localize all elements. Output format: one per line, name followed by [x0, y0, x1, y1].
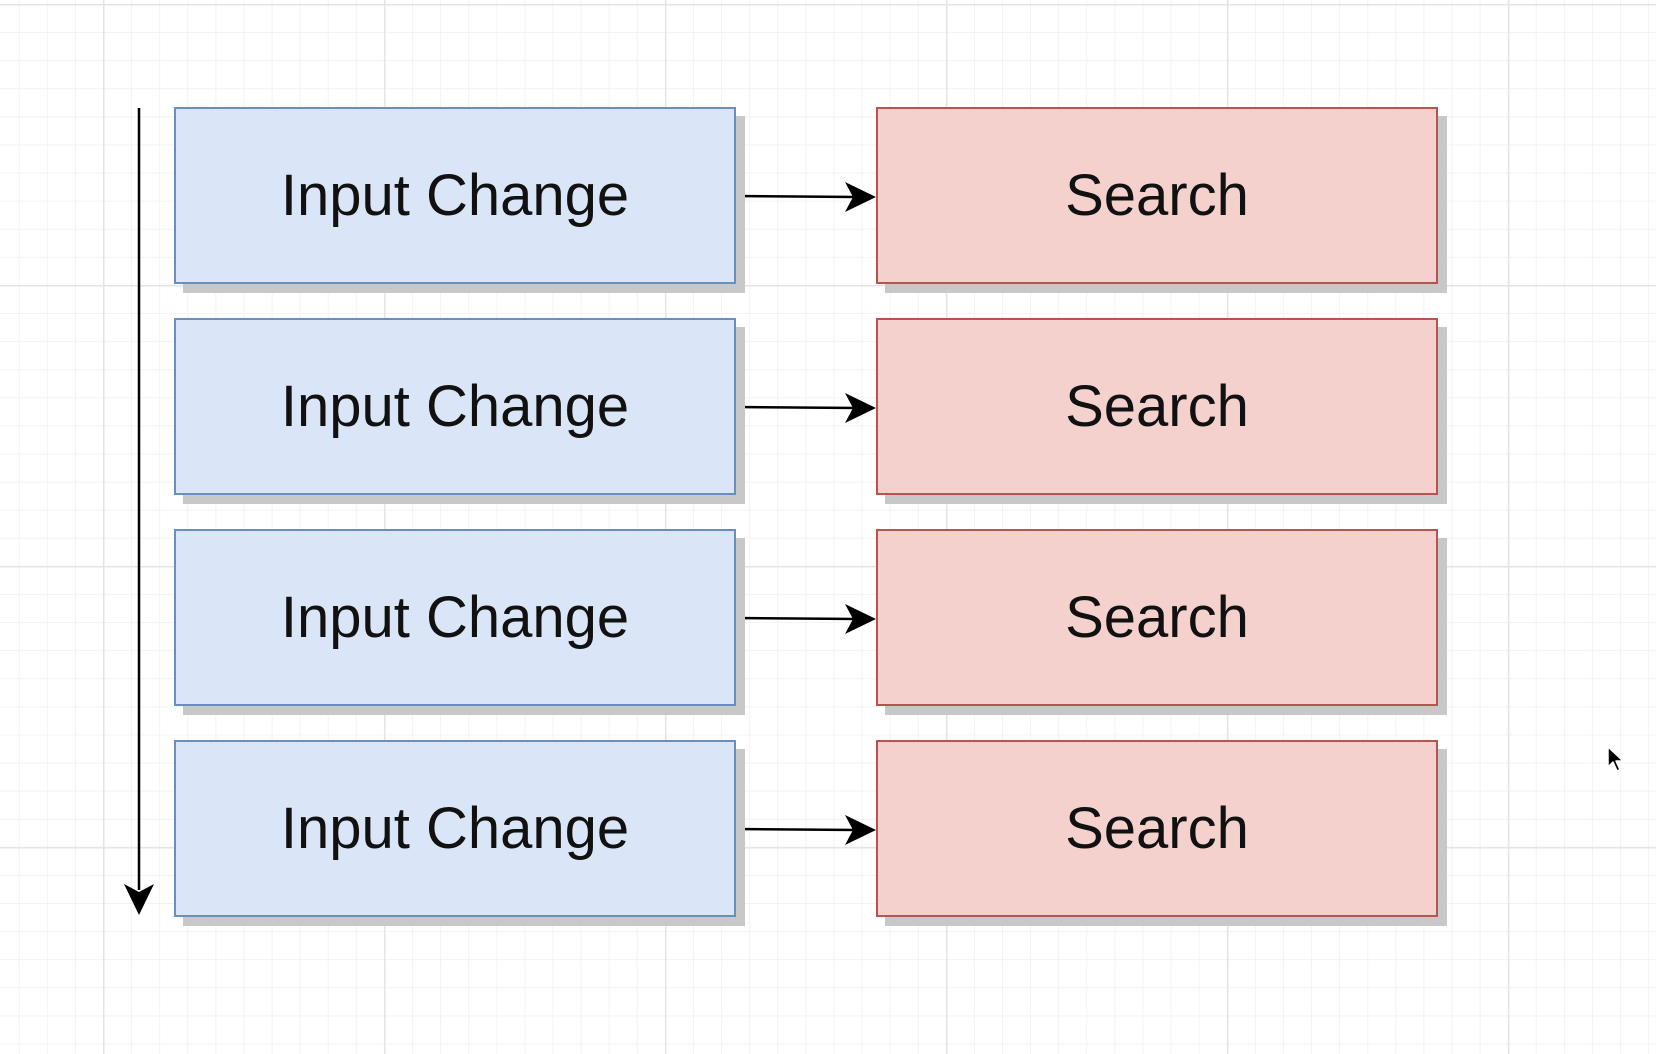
node-label: Search [1065, 585, 1249, 650]
node-label: Search [1065, 374, 1249, 439]
timeline-arrowhead [124, 884, 154, 915]
connector-row-0 [735, 182, 876, 212]
search-node[interactable]: Search [876, 740, 1438, 917]
search-node[interactable]: Search [876, 318, 1438, 495]
node-label: Input Change [280, 585, 630, 650]
input-change-node[interactable]: Input Change [174, 740, 736, 917]
mouse-pointer-icon [1607, 746, 1624, 772]
input-change-node[interactable]: Input Change [174, 107, 736, 284]
node-label: Input Change [280, 163, 630, 228]
node-label: Input Change [280, 374, 630, 439]
node-label: Input Change [280, 796, 630, 861]
connector-row-1 [735, 393, 876, 423]
search-node[interactable]: Search [876, 107, 1438, 284]
connector-row-3 [735, 815, 876, 845]
connector-row-2 [735, 604, 876, 634]
input-change-node[interactable]: Input Change [174, 318, 736, 495]
node-label: Search [1065, 163, 1249, 228]
node-label: Search [1065, 796, 1249, 861]
input-change-node[interactable]: Input Change [174, 529, 736, 706]
search-node[interactable]: Search [876, 529, 1438, 706]
